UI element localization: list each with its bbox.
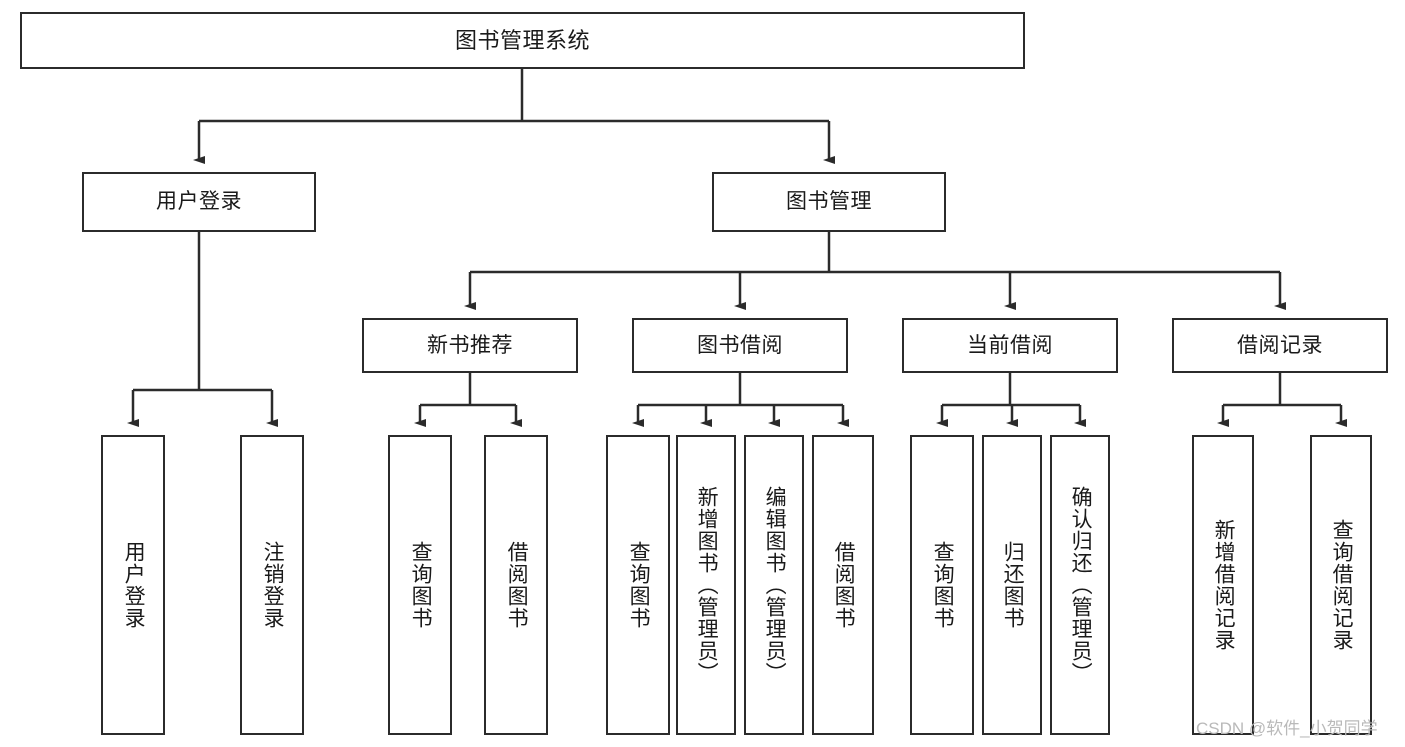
node-leaf-borrow-book-2[interactable]: 借阅图书 (812, 435, 874, 735)
node-leaf-add-borrow-record[interactable]: 新增借阅记录 (1192, 435, 1254, 735)
node-book-borrow[interactable]: 图书借阅 (632, 318, 848, 373)
node-leaf-add-book[interactable]: 新增图书（管理员） (676, 435, 736, 735)
node-leaf-query-book-1[interactable]: 查询图书 (388, 435, 452, 735)
node-leaf-user-logout[interactable]: 注销登录 (240, 435, 304, 735)
node-current-borrow[interactable]: 当前借阅 (902, 318, 1118, 373)
node-book-manage[interactable]: 图书管理 (712, 172, 946, 232)
node-leaf-query-book-2[interactable]: 查询图书 (606, 435, 670, 735)
node-new-book-recommend[interactable]: 新书推荐 (362, 318, 578, 373)
node-borrow-record[interactable]: 借阅记录 (1172, 318, 1388, 373)
node-label-leaf-borrow-book-2: 借阅图书 (832, 541, 856, 629)
node-label-root: 图书管理系统 (454, 27, 590, 53)
node-label-leaf-query-book-3: 查询图书 (931, 541, 955, 629)
node-label-borrow-record: 借阅记录 (1237, 333, 1323, 357)
node-leaf-user-login[interactable]: 用户登录 (101, 435, 165, 735)
node-label-book-borrow: 图书借阅 (697, 333, 783, 357)
node-leaf-borrow-book-1[interactable]: 借阅图书 (484, 435, 548, 735)
node-label-leaf-borrow-book-1: 借阅图书 (505, 541, 529, 629)
node-leaf-query-borrow-record[interactable]: 查询借阅记录 (1310, 435, 1372, 735)
node-user-login[interactable]: 用户登录 (82, 172, 316, 232)
node-label-current-borrow: 当前借阅 (967, 333, 1053, 357)
node-label-leaf-query-borrow-record: 查询借阅记录 (1330, 519, 1354, 651)
csdn-watermark: CSDN @软件_小贺同学 (1196, 719, 1378, 738)
node-label-new-book-recommend: 新书推荐 (427, 333, 513, 357)
node-label-user-login: 用户登录 (156, 190, 242, 214)
node-leaf-edit-book[interactable]: 编辑图书（管理员） (744, 435, 804, 735)
node-leaf-return-book[interactable]: 归还图书 (982, 435, 1042, 735)
node-leaf-confirm-return[interactable]: 确认归还（管理员） (1050, 435, 1110, 735)
node-label-leaf-query-book-2: 查询图书 (627, 541, 651, 629)
node-label-leaf-add-book: 新增图书（管理员） (695, 486, 719, 684)
node-label-leaf-user-login: 用户登录 (122, 541, 146, 629)
node-label-leaf-user-logout: 注销登录 (261, 541, 285, 629)
node-label-leaf-return-book: 归还图书 (1001, 541, 1025, 629)
node-label-leaf-edit-book: 编辑图书（管理员） (763, 486, 787, 684)
node-label-book-manage: 图书管理 (786, 190, 872, 214)
node-root[interactable]: 图书管理系统 (20, 12, 1025, 69)
node-leaf-query-book-3[interactable]: 查询图书 (910, 435, 974, 735)
node-label-leaf-query-book-1: 查询图书 (409, 541, 433, 629)
node-label-leaf-add-borrow-record: 新增借阅记录 (1212, 519, 1236, 651)
node-label-leaf-confirm-return: 确认归还（管理员） (1069, 486, 1093, 684)
